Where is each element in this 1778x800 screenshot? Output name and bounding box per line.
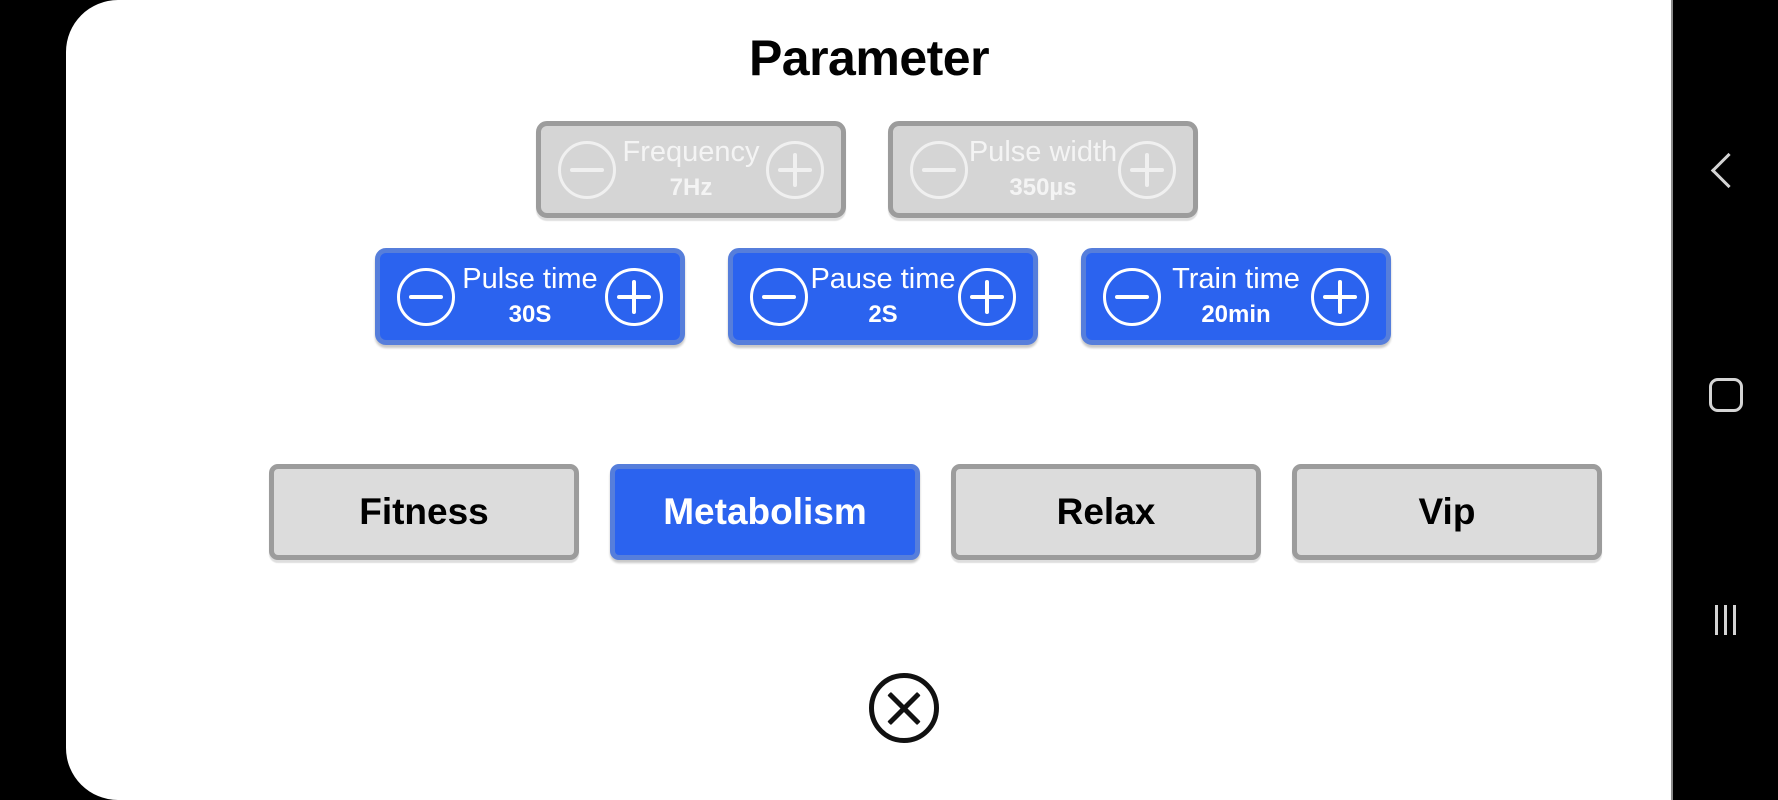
stepper-train-time[interactable]: Train time 20min — [1081, 248, 1391, 345]
close-circle-icon[interactable] — [869, 673, 939, 743]
train-time-increment-button[interactable] — [1311, 267, 1369, 326]
parameter-row-bottom: Pulse time 30S Pause time 2S — [375, 248, 1391, 345]
card-edge-divider — [1671, 0, 1673, 800]
stepper-frequency[interactable]: Frequency 7Hz — [536, 121, 846, 218]
chevron-left-icon — [1710, 152, 1747, 188]
minus-circle-icon — [922, 167, 956, 172]
page-title: Parameter — [748, 30, 990, 86]
mode-button-vip[interactable]: Vip — [1292, 464, 1602, 560]
mode-selector: Fitness Metabolism Relax Vip — [269, 464, 1602, 560]
stepper-pause-time[interactable]: Pause time 2S — [728, 248, 1038, 345]
plus-circle-icon-vertical — [632, 279, 636, 314]
mode-button-fitness[interactable]: Fitness — [269, 464, 579, 560]
nav-home-button[interactable] — [1673, 365, 1778, 425]
nav-back-button[interactable] — [1673, 140, 1778, 200]
pulse-width-decrement-button[interactable] — [910, 140, 968, 199]
plus-circle-icon-vertical — [1145, 152, 1149, 187]
pulse-time-decrement-button[interactable] — [397, 267, 455, 326]
pulse-time-label: Pulse time — [462, 262, 598, 295]
mode-button-metabolism[interactable]: Metabolism — [610, 464, 920, 560]
minus-circle-icon — [1115, 294, 1149, 299]
plus-circle-icon-vertical — [985, 279, 989, 314]
pulse-width-readout: Pulse width 350µs — [968, 135, 1118, 203]
pulse-width-increment-button[interactable] — [1118, 140, 1176, 199]
frequency-readout: Frequency 7Hz — [616, 135, 766, 203]
pulse-time-readout: Pulse time 30S — [455, 262, 605, 330]
train-time-decrement-button[interactable] — [1103, 267, 1161, 326]
nav-recents-button[interactable] — [1673, 590, 1778, 650]
pulse-width-value: 350µs — [1009, 174, 1077, 202]
app-card: Parameter Frequency 7Hz — [66, 0, 1672, 800]
stepper-pulse-width[interactable]: Pulse width 350µs — [888, 121, 1198, 218]
pulse-time-value: 30S — [508, 301, 552, 329]
frequency-increment-button[interactable] — [766, 140, 824, 199]
minus-circle-icon — [409, 294, 443, 299]
pause-time-decrement-button[interactable] — [750, 267, 808, 326]
home-square-icon — [1708, 378, 1743, 412]
plus-circle-icon-vertical — [793, 152, 797, 187]
plus-circle-icon-vertical — [1338, 279, 1342, 314]
train-time-value: 20min — [1201, 301, 1271, 329]
pause-time-value: 2S — [868, 301, 898, 329]
android-nav-bar — [1673, 0, 1778, 800]
stepper-pulse-time[interactable]: Pulse time 30S — [375, 248, 685, 345]
train-time-label: Train time — [1172, 262, 1300, 295]
train-time-readout: Train time 20min — [1161, 262, 1311, 330]
parameter-row-top: Frequency 7Hz Pulse width 350µs — [536, 121, 1198, 218]
pause-time-readout: Pause time 2S — [808, 262, 958, 330]
frequency-decrement-button[interactable] — [558, 140, 616, 199]
pause-time-increment-button[interactable] — [958, 267, 1016, 326]
frequency-value: 7Hz — [669, 174, 713, 202]
recent-apps-icon — [1715, 605, 1736, 635]
pulse-time-increment-button[interactable] — [605, 267, 663, 326]
minus-circle-icon — [762, 294, 796, 299]
pause-time-label: Pause time — [810, 262, 956, 295]
frequency-label: Frequency — [622, 135, 760, 168]
pulse-width-label: Pulse width — [968, 135, 1118, 168]
mode-button-relax[interactable]: Relax — [951, 464, 1261, 560]
minus-circle-icon — [570, 167, 604, 172]
